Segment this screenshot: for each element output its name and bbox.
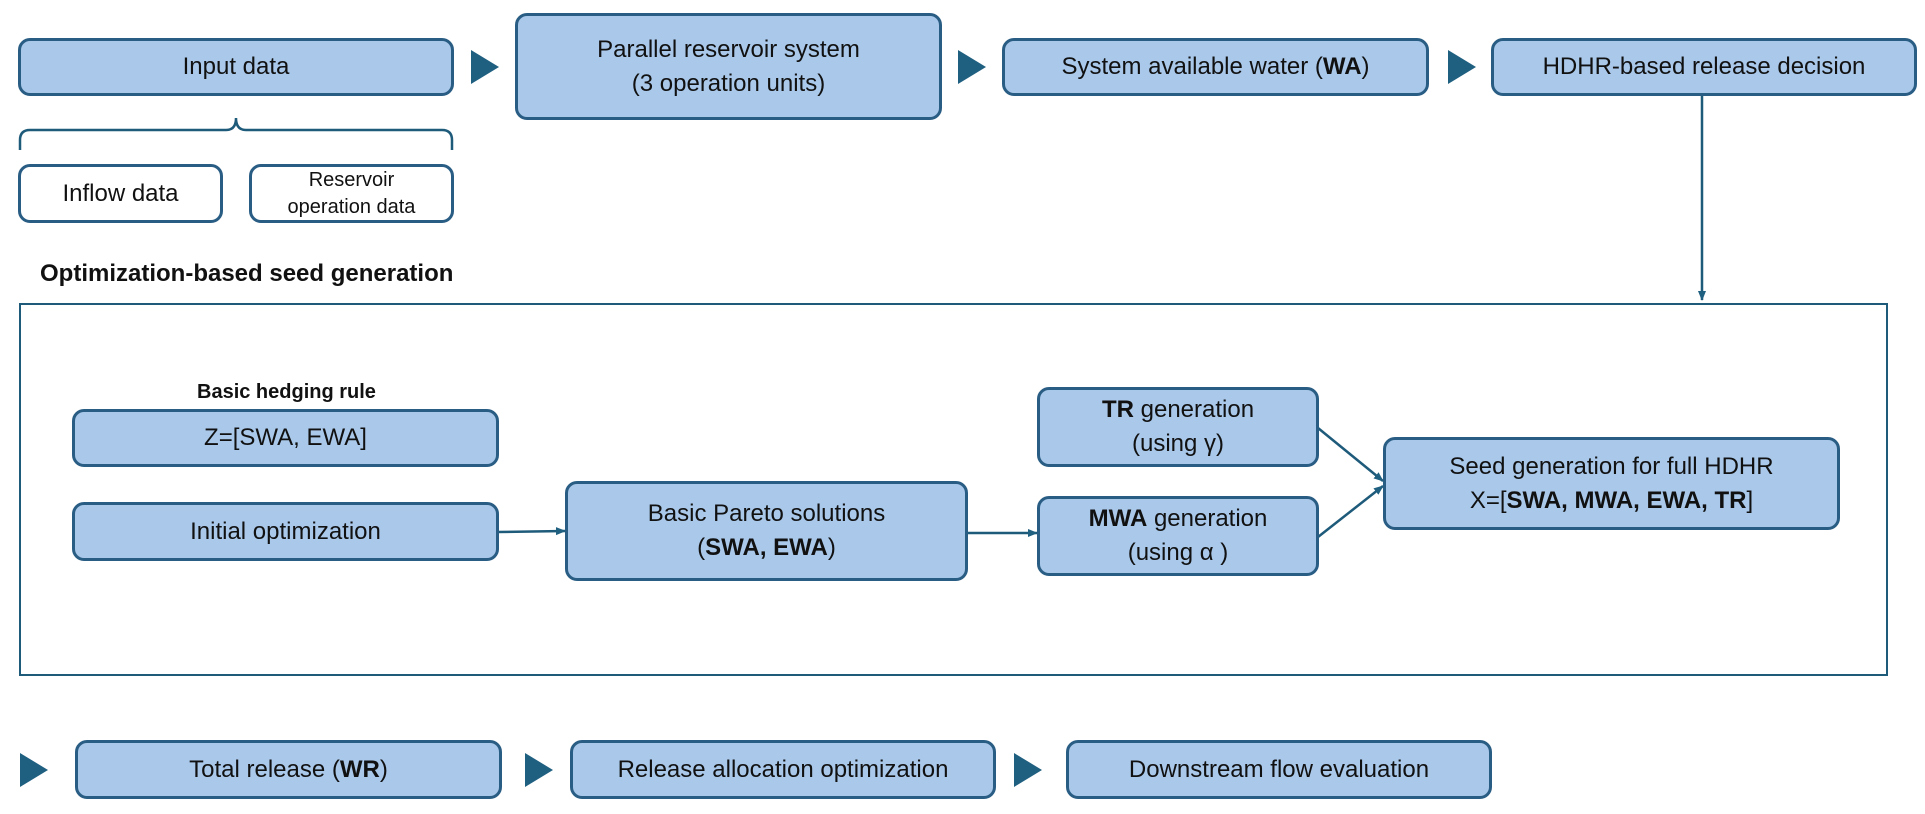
arrow-right-icon — [1448, 50, 1476, 84]
tr-generation-title: TR generation — [1101, 396, 1255, 424]
reservoir-system-box: Parallel reservoir system (3 operation u… — [515, 13, 942, 120]
seed-generation-box: Seed generation for full HDHR X=[SWA, MW… — [1383, 437, 1840, 530]
total-release-box: Total release (WR) — [75, 740, 502, 799]
arrow-right-icon — [958, 50, 986, 84]
arrow-right-icon — [525, 753, 553, 787]
mwa-generation-title: MWA generation — [1088, 505, 1268, 533]
hdhr-decision-box: HDHR-based release decision — [1491, 38, 1917, 96]
hdhr-decision-label: HDHR-based release decision — [1542, 53, 1866, 81]
initial-optimization-box: Initial optimization — [72, 502, 499, 561]
pareto-solutions-vars: (SWA, EWA) — [697, 534, 836, 561]
operation-data-line1: Reservoir — [308, 168, 395, 191]
optimization-frame — [19, 303, 1888, 676]
release-allocation-box: Release allocation optimization — [570, 740, 996, 799]
operation-data-line2: operation data — [287, 195, 416, 218]
hedging-rule-label: Basic hedging rule — [197, 381, 376, 403]
tr-generation-param: (using γ) — [1131, 430, 1225, 457]
arrow-right-icon — [1014, 753, 1042, 787]
total-release-label: Total release (WR) — [189, 755, 388, 783]
pareto-solutions-box: Basic Pareto solutions (SWA, EWA) — [565, 481, 968, 581]
pareto-solutions-title: Basic Pareto solutions — [647, 500, 886, 528]
available-water-box: System available water (WA) — [1002, 38, 1429, 96]
initial-to-pareto-arrow — [497, 527, 566, 536]
tr-to-seed-arrow — [1317, 427, 1384, 482]
inflow-data-label: Inflow data — [62, 179, 179, 207]
mwa-generation-param: (using α ) — [1127, 539, 1229, 566]
initial-optimization-label: Initial optimization — [190, 517, 381, 545]
seed-generation-title: Seed generation for full HDHR — [1449, 452, 1774, 480]
hedging-rule-value: Z=[SWA, EWA] — [204, 424, 367, 452]
mwa-generation-box: MWA generation (using α ) — [1037, 496, 1319, 576]
section-title: Optimization-based seed generation — [40, 260, 454, 287]
reservoir-system-units: (3 operation units) — [631, 69, 826, 97]
arrow-right-icon — [20, 753, 48, 787]
downstream-evaluation-box: Downstream flow evaluation — [1066, 740, 1492, 799]
mwa-to-seed-arrow — [1317, 485, 1384, 538]
available-water-label: System available water (WA) — [1061, 53, 1370, 81]
tr-generation-box: TR generation (using γ) — [1037, 387, 1319, 467]
input-data-box: Input data — [18, 38, 454, 96]
operation-data-box: Reservoir operation data — [249, 164, 454, 223]
hedging-rule-box: Z=[SWA, EWA] — [72, 409, 499, 467]
inflow-data-box: Inflow data — [18, 164, 223, 223]
input-data-label: Input data — [182, 53, 290, 81]
arrow-right-icon — [471, 50, 499, 84]
release-allocation-label: Release allocation optimization — [617, 755, 949, 783]
reservoir-system-title: Parallel reservoir system — [597, 35, 860, 63]
input-brace — [18, 117, 454, 150]
seed-generation-vector: X=[SWA, MWA, EWA, TR] — [1469, 486, 1754, 514]
downstream-evaluation-label: Downstream flow evaluation — [1128, 755, 1430, 783]
